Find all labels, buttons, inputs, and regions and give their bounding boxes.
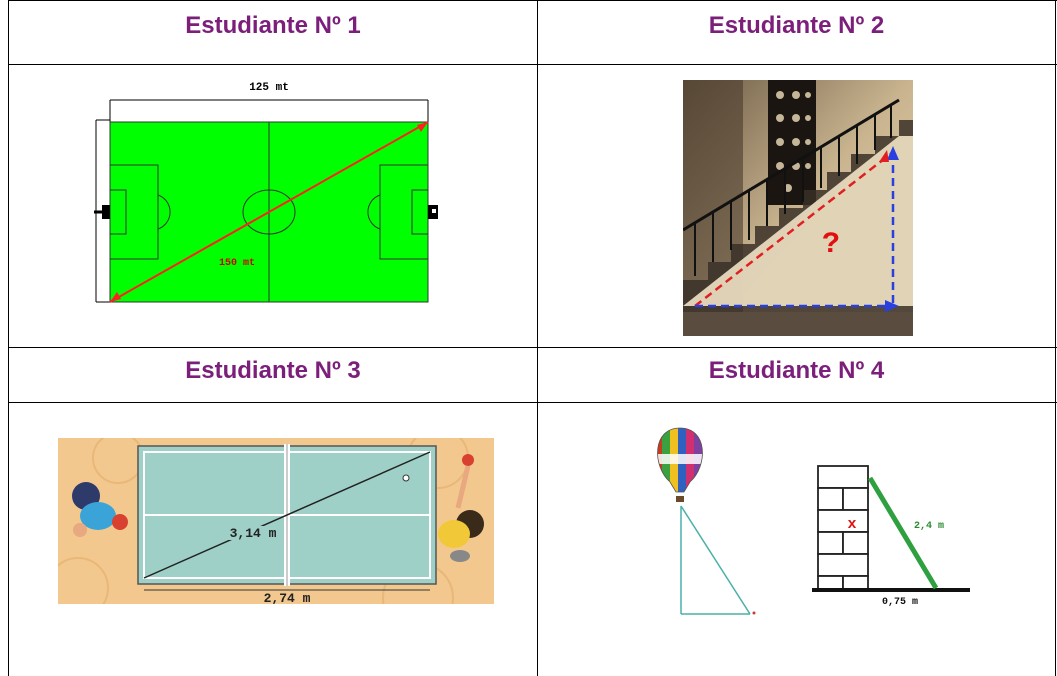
header-student-4: Estudiante Nº 4: [538, 353, 1055, 393]
header-student-3-text: Estudiante Nº 3: [185, 357, 361, 384]
left-player: [72, 482, 128, 537]
right-player: [438, 454, 484, 562]
ladder-base-label: 0,75 m: [882, 597, 918, 608]
ladder-unknown-label: x: [847, 516, 856, 533]
soccer-field-figure: 125 mt 150 mt: [94, 82, 438, 303]
row-divider-2: [8, 347, 1057, 348]
header-student-4-text: Estudiante Nº 4: [708, 357, 885, 384]
ladder-length-label: 2,4 m: [914, 521, 944, 532]
header-student-1-text: Estudiante Nº 1: [185, 12, 361, 39]
field-diagonal: [109, 121, 429, 303]
pingpong-figure: 3,14 m 2,74 m: [58, 438, 494, 604]
header-student-2-text: Estudiante Nº 2: [708, 12, 885, 39]
ladder-figure: x 2,4 m 0,75 m: [812, 465, 970, 608]
pingpong-diagonal: [143, 451, 431, 579]
stairs-hypotenuse: [694, 151, 894, 307]
table-middle-divider: [537, 0, 538, 676]
field-diagonal-label: 150 mt: [219, 258, 255, 269]
header-student-2: Estudiante Nº 2: [538, 8, 1055, 48]
brick-wall: [817, 465, 869, 591]
header-student-1: Estudiante Nº 1: [9, 8, 537, 48]
header-student-3: Estudiante Nº 3: [9, 353, 537, 393]
balloon-figure: [657, 427, 756, 615]
table-top-border: [8, 0, 1057, 1]
field-width-label: 125 mt: [249, 82, 289, 94]
stairs-question-mark: ?: [822, 228, 840, 262]
table-left-border: [8, 0, 9, 676]
balloon-hypotenuse: [680, 505, 751, 615]
ladder: [867, 476, 939, 590]
row-divider-3: [8, 402, 1057, 403]
pingpong-width-label: 2,74 m: [264, 591, 311, 604]
row-divider-1: [8, 64, 1057, 65]
pingpong-diagonal-label: 3,14 m: [230, 526, 277, 541]
table-right-border: [1055, 0, 1056, 676]
stairs-figure: ?: [683, 80, 913, 336]
